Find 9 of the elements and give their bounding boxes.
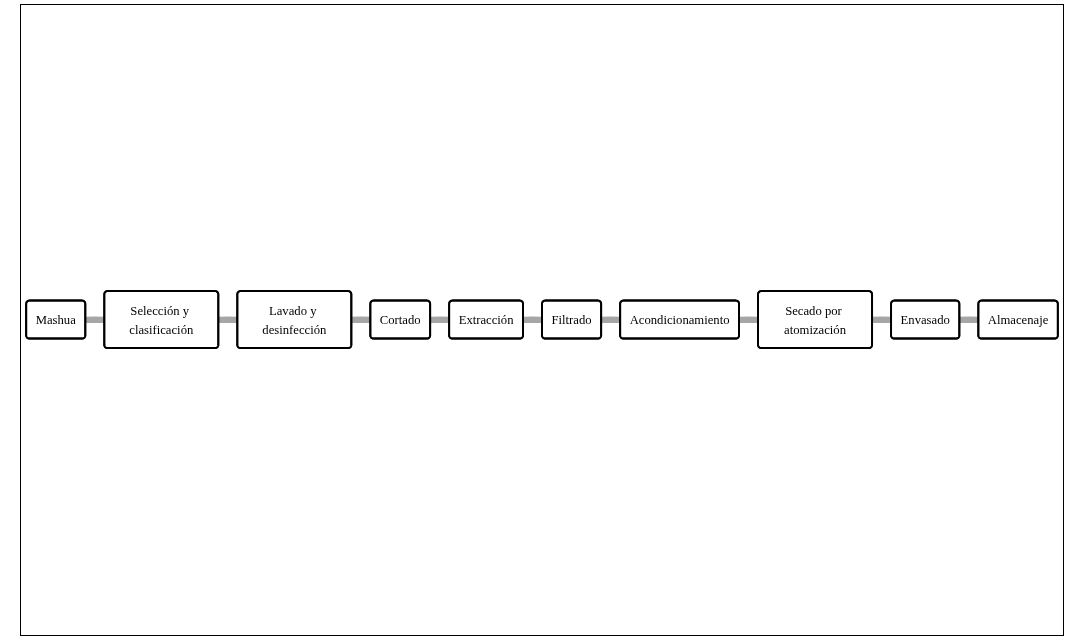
connector (959, 316, 979, 324)
connector (85, 316, 105, 324)
connector (739, 316, 759, 324)
connector (218, 316, 238, 324)
connector (872, 316, 892, 324)
connector (430, 316, 450, 324)
connector (601, 316, 621, 324)
connector (523, 316, 543, 324)
connector (351, 316, 371, 324)
